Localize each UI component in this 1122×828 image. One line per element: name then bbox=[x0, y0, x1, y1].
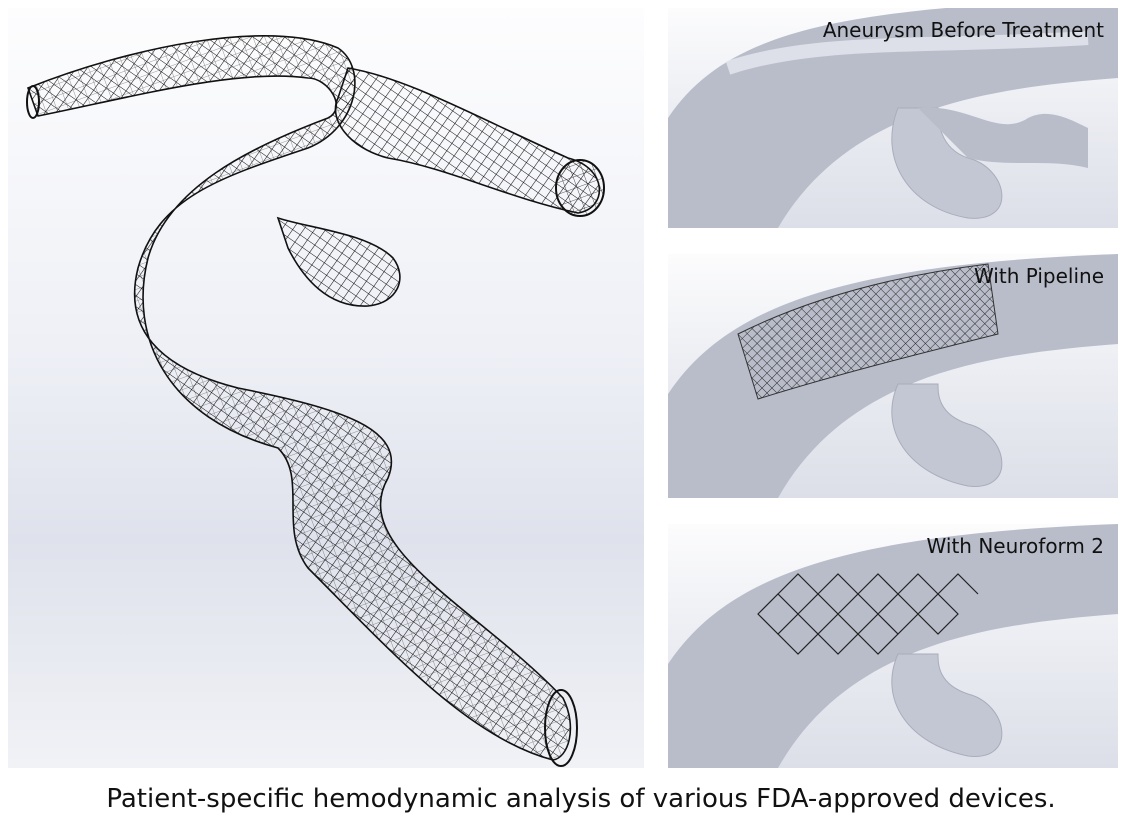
panel-label: With Pipeline bbox=[973, 264, 1104, 288]
panel-label: Aneurysm Before Treatment bbox=[822, 18, 1104, 42]
panel-with-neuroform: With Neuroform 2 bbox=[668, 524, 1118, 768]
vessel-render bbox=[668, 524, 1118, 768]
wireframe-branch bbox=[334, 67, 605, 217]
pipeline-braided-mesh bbox=[737, 263, 999, 400]
vessel-render bbox=[668, 254, 1118, 498]
wireframe-aneurysm-sac bbox=[276, 216, 401, 307]
wireframe-outlet-ring bbox=[544, 689, 578, 767]
vessel-render bbox=[668, 8, 1118, 228]
wireframe-vessel-model bbox=[8, 8, 644, 768]
figure-caption: Patient-specific hemodynamic analysis of… bbox=[106, 784, 1056, 814]
neuroform-stent-cells bbox=[757, 573, 979, 655]
panel-before-treatment: Aneurysm Before Treatment bbox=[668, 8, 1118, 228]
panel-with-pipeline: With Pipeline bbox=[668, 254, 1118, 498]
wireframe-inlet-ring bbox=[26, 85, 40, 119]
wireframe-vessel-drawing bbox=[26, 35, 605, 767]
wireframe-tube bbox=[26, 35, 572, 761]
panel-label: With Neuroform 2 bbox=[926, 534, 1104, 558]
